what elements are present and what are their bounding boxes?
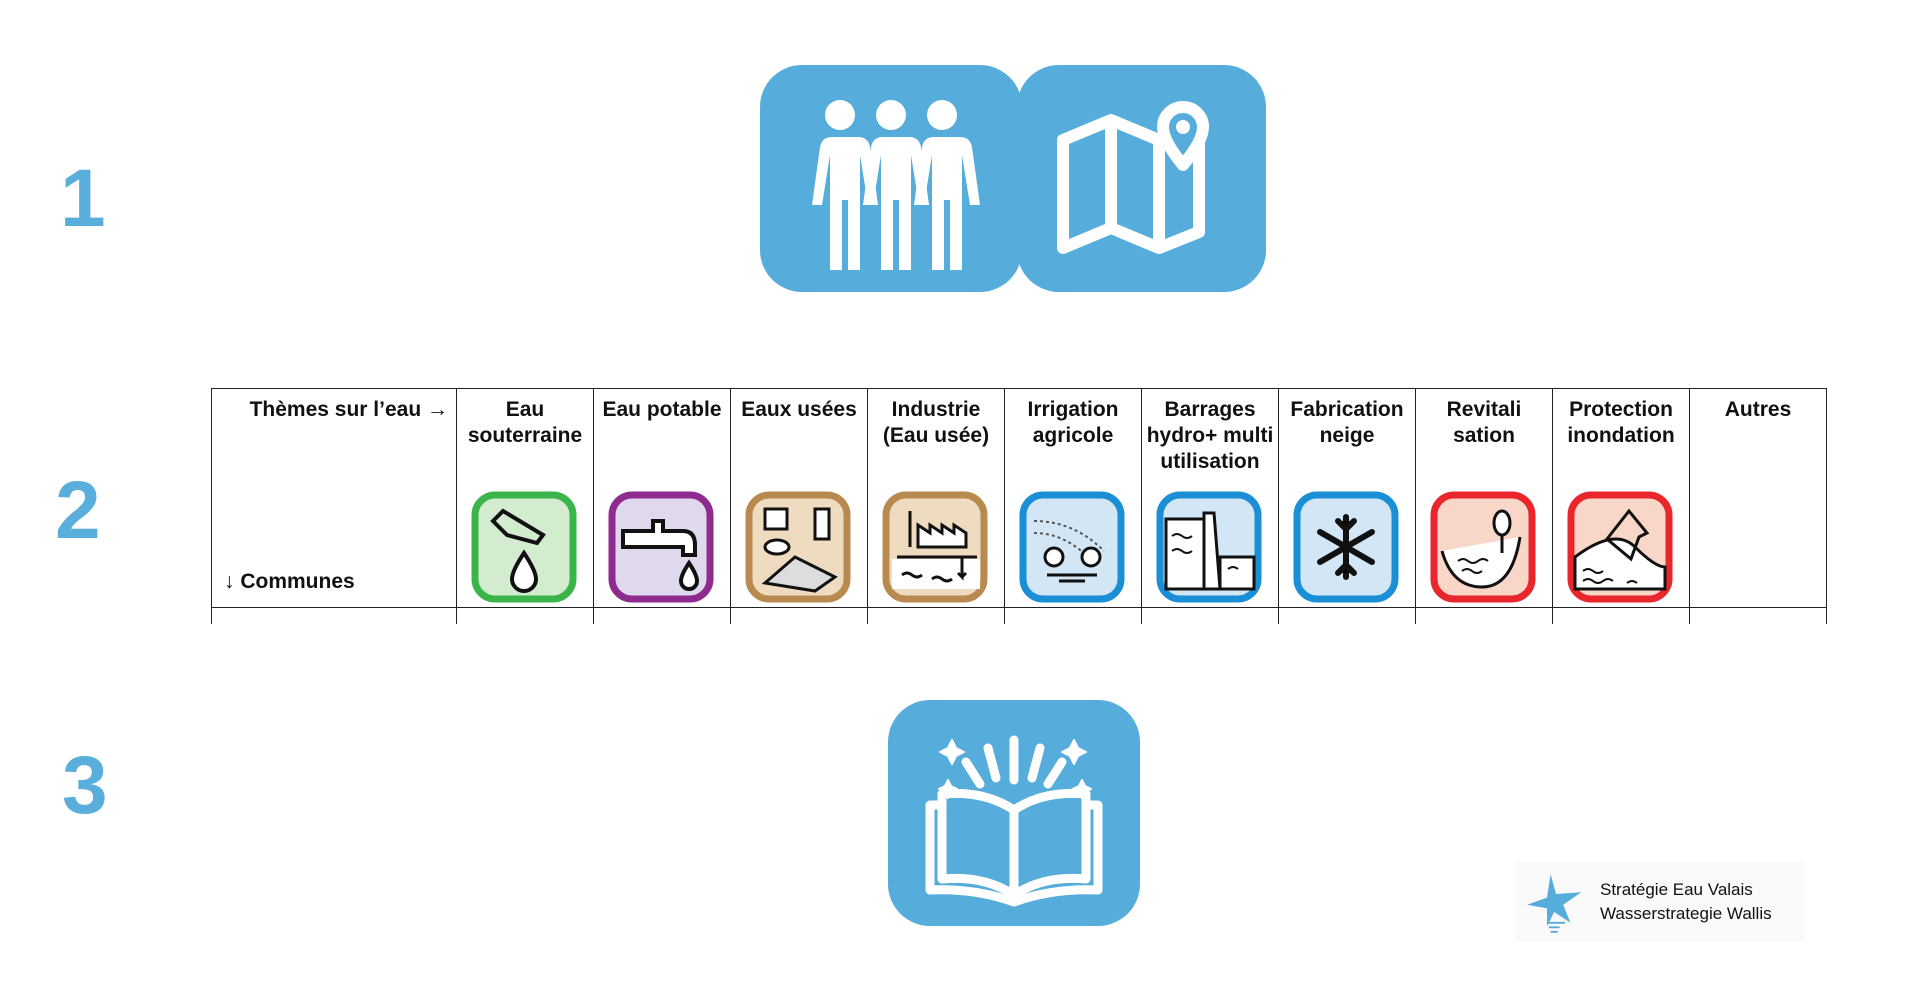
people-tile [760,65,1022,292]
table-cell[interactable] [211,607,457,624]
theme-header-cell: Autres [1689,388,1827,608]
table-cell[interactable] [456,607,594,624]
theme-header-cell: Fabrication neige [1278,388,1416,608]
dam-icon [1156,491,1262,603]
theme-header-cell: Irrigation agricole [1004,388,1142,608]
strategie-eau-valais-logo: Stratégie Eau Valais Wasserstrategie Wal… [1515,862,1805,942]
theme-label: Revitali sation [1446,398,1522,447]
star-logo-icon [1527,874,1582,933]
themes-header-label: Thèmes sur l’eau → [249,398,448,421]
theme-header-cell: Eaux usées [730,388,868,608]
communes-header-label: ↓ Communes [224,570,355,593]
theme-label: Industrie (Eau usée) [882,398,990,447]
irrigation-icon [1019,491,1125,603]
corner-cell: Thèmes sur l’eau → ↓ Communes [211,388,457,608]
theme-header-cell: Eau souterraine [456,388,594,608]
table-cell[interactable] [1004,607,1142,624]
step-number-1: 1 [60,153,106,244]
theme-label: Irrigation agricole [1027,398,1119,447]
theme-header-cell: Barrages hydro+ multi utilisation [1141,388,1279,608]
theme-label: Barrages hydro+ multi utilisation [1146,398,1274,473]
table-cell[interactable] [1552,607,1690,624]
table-cell[interactable] [1141,607,1279,624]
theme-label: Fabrication neige [1290,398,1404,447]
theme-label: Eau souterraine [467,398,583,447]
snowflake-icon [1293,491,1399,603]
table-cell[interactable] [867,607,1005,624]
theme-header-cell: Industrie (Eau usée) [867,388,1005,608]
map-tile [1017,65,1266,292]
step-number-2: 2 [55,465,101,556]
theme-header-cell: Protection inondation [1552,388,1690,608]
wastewater-icon [745,491,851,603]
theme-label: Autres [1724,398,1792,421]
groundwater-icon [471,491,577,603]
table-cell[interactable] [730,607,868,624]
flood-protection-icon [1567,491,1673,603]
map-pin-icon [1057,101,1209,254]
theme-header-cell: Eau potable [593,388,731,608]
table-cell[interactable] [1415,607,1553,624]
logo-line-1: Stratégie Eau Valais [1600,880,1753,899]
tap-water-icon [608,491,714,603]
theme-label: Eaux usées [741,398,857,421]
themes-table: Thèmes sur l’eau → ↓ Communes Eau souter… [211,388,1827,624]
book-tile [888,700,1140,926]
theme-header-cell: Revitali sation [1415,388,1553,608]
step-number-3: 3 [62,740,108,831]
logo-line-2: Wasserstrategie Wallis [1600,904,1772,923]
table-cell[interactable] [593,607,731,624]
table-cell[interactable] [1689,607,1827,624]
theme-label: Protection inondation [1567,398,1675,447]
factory-icon [882,491,988,603]
people-icon [812,100,980,270]
table-cell[interactable] [1278,607,1416,624]
theme-label: Eau potable [602,398,722,421]
open-book-icon [925,735,1103,907]
river-revitalization-icon [1430,491,1536,603]
